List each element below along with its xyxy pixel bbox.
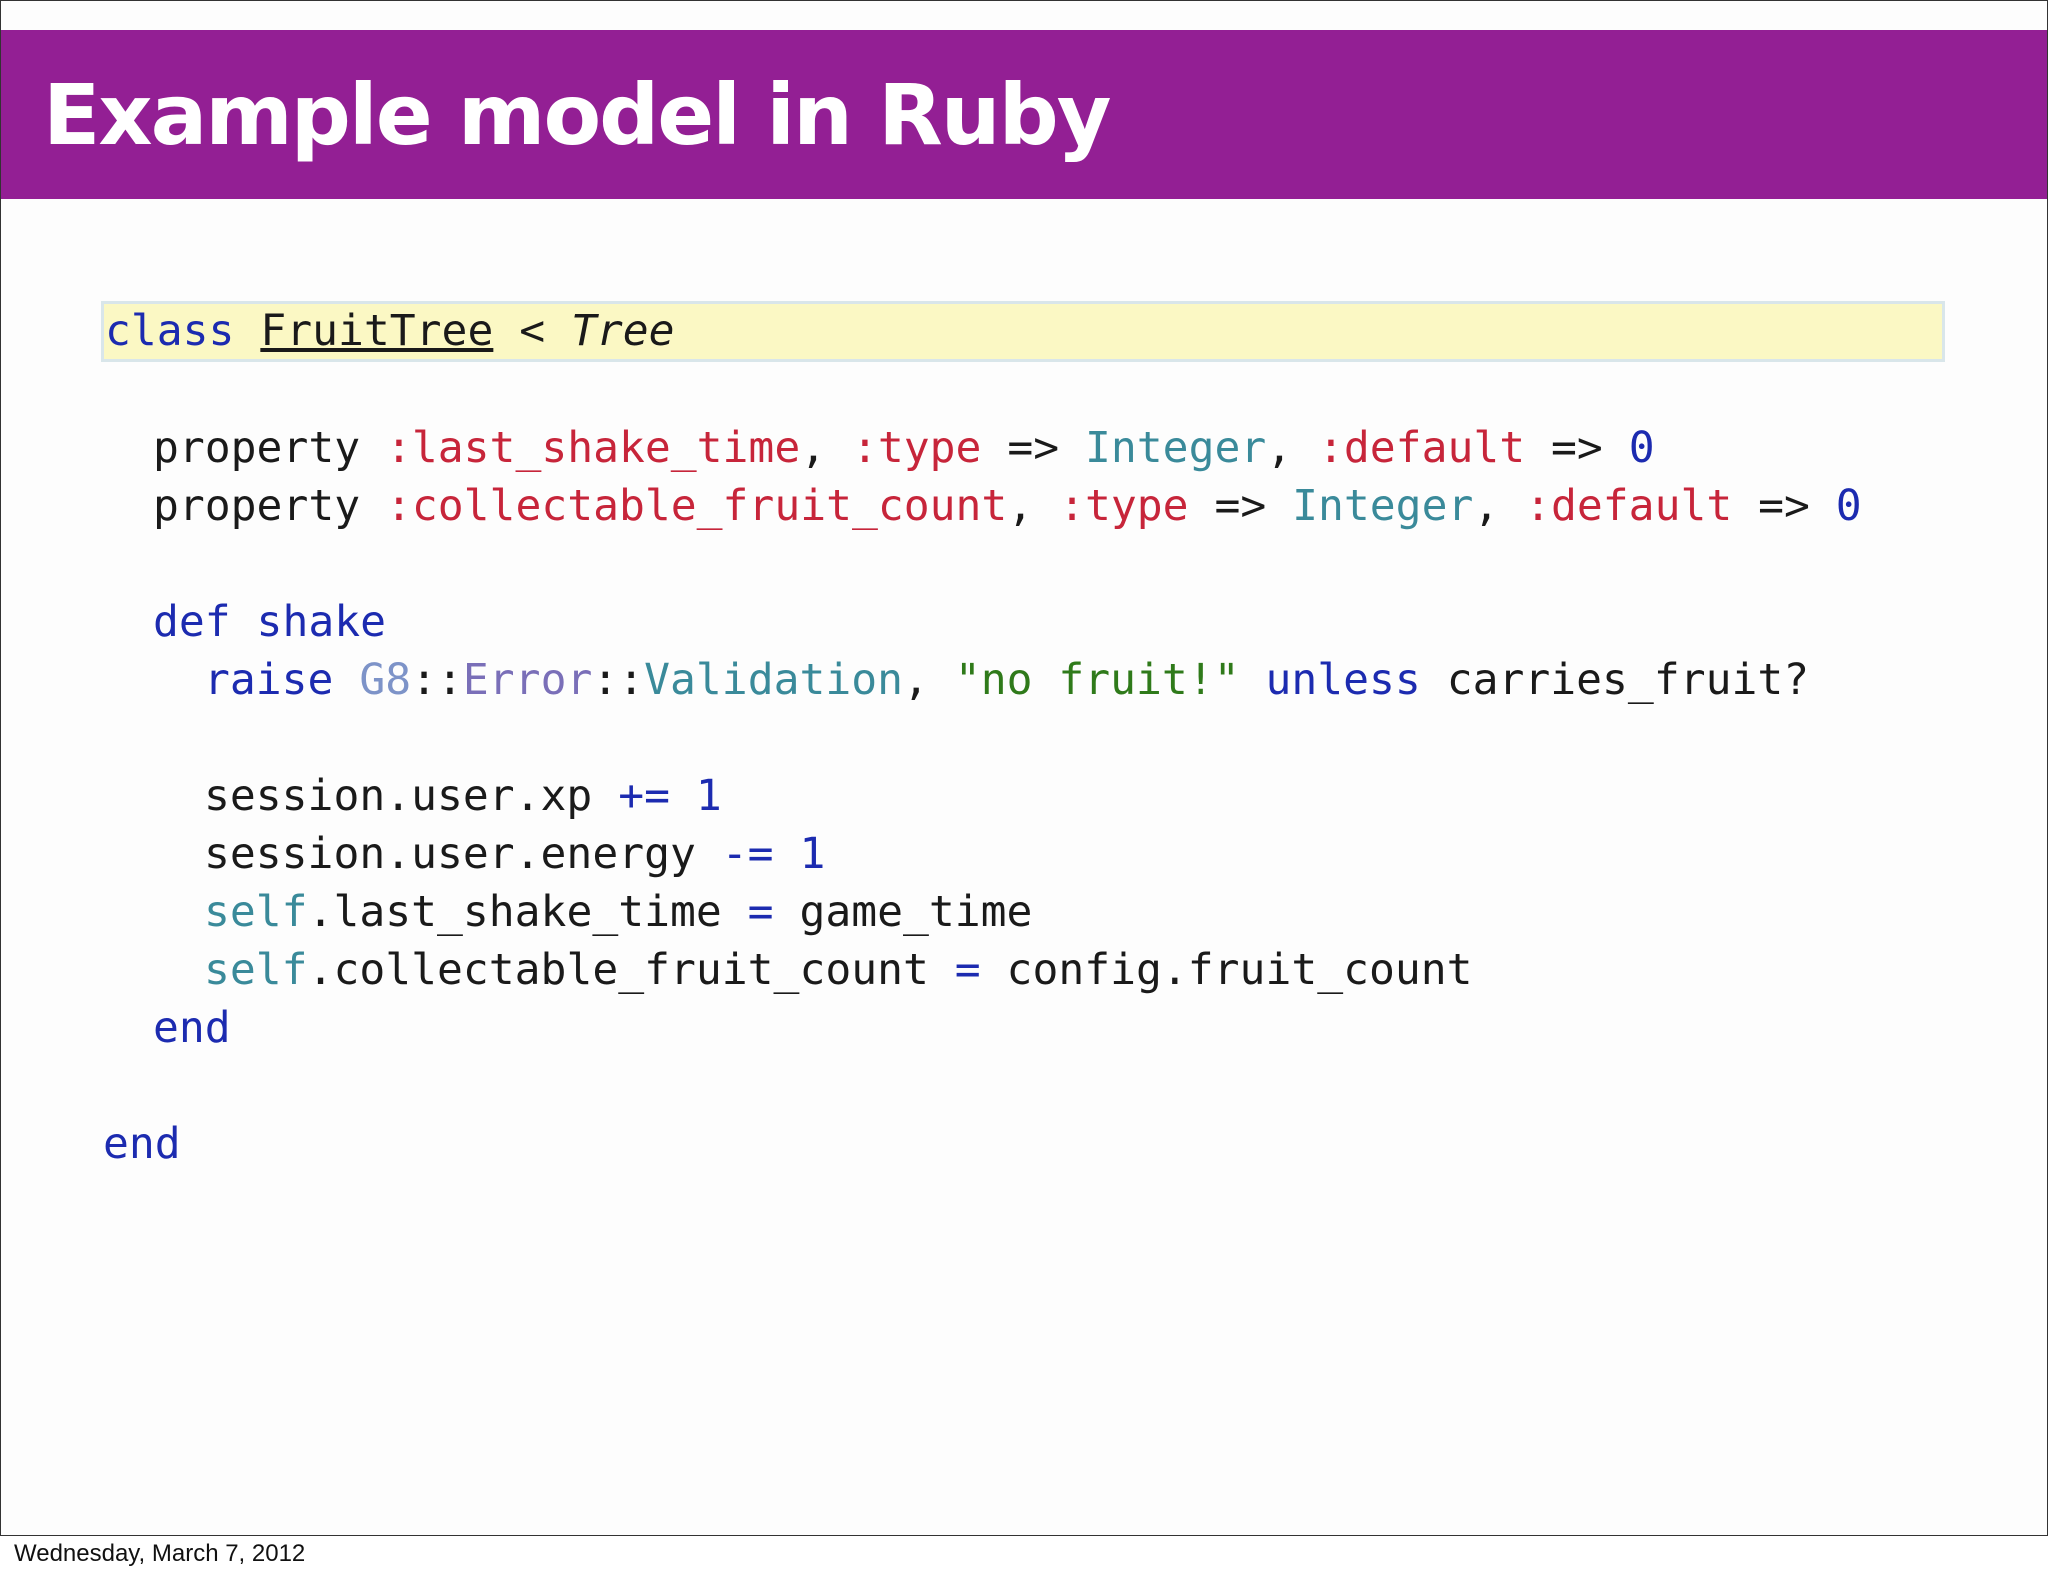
- expression: session.user.energy: [204, 829, 722, 879]
- constant-validation: Validation: [644, 655, 904, 705]
- keyword-def: def: [153, 597, 231, 647]
- keyword-self: self: [204, 887, 308, 937]
- code-line-energy-decrement: session.user.energy -= 1: [204, 826, 825, 882]
- scope-operator: ::: [592, 655, 645, 705]
- keyword-unless: unless: [1265, 655, 1421, 705]
- code-line-property-collectable-fruit-count: property :collectable_fruit_count, :type…: [153, 478, 1862, 534]
- code-line-property-last-shake-time: property :last_shake_time, :type => Inte…: [153, 420, 1655, 476]
- space: [670, 771, 696, 821]
- string-literal: "no fruit!": [954, 655, 1240, 705]
- space: [1240, 655, 1266, 705]
- operator: =: [747, 887, 774, 937]
- symbol-name: :last_shake_time: [386, 423, 801, 473]
- symbol-type: :type: [852, 423, 982, 473]
- property-keyword: property: [153, 423, 386, 473]
- symbol-name: :collectable_fruit_count: [386, 481, 1008, 531]
- symbol-default: :default: [1318, 423, 1526, 473]
- class-name: FruitTree: [260, 306, 494, 356]
- hash-arrow: =>: [981, 423, 1086, 473]
- title-bar: Example model in Ruby: [1, 30, 2047, 199]
- hash-arrow: =>: [1525, 423, 1629, 473]
- expression: game_time: [773, 887, 1033, 937]
- constant-integer: Integer: [1292, 481, 1474, 531]
- symbol-type: :type: [1059, 481, 1189, 531]
- expression: config.fruit_count: [980, 945, 1473, 995]
- inherit-operator: <: [493, 306, 572, 356]
- code-line-assign-last-shake-time: self.last_shake_time = game_time: [204, 884, 1032, 940]
- expression: session.user.xp: [204, 771, 619, 821]
- symbol-default: :default: [1525, 481, 1733, 531]
- scope-operator: ::: [411, 655, 463, 705]
- comma: ,: [1266, 423, 1319, 473]
- operator: =: [954, 945, 981, 995]
- operator: -=: [721, 829, 774, 879]
- class-line-highlight: [101, 301, 1945, 362]
- code-line-raise: raise G8::Error::Validation, "no fruit!"…: [204, 652, 1809, 708]
- number-literal: 0: [1628, 423, 1655, 473]
- number-literal: 1: [695, 771, 722, 821]
- code-line-class-declaration: class FruitTree < Tree: [105, 303, 675, 359]
- code-block: class FruitTree < Tree property :last_sh…: [1, 1, 2047, 1535]
- code-line-def-shake: def shake: [153, 594, 386, 650]
- code-line-end-method: end: [153, 1000, 231, 1056]
- hash-arrow: =>: [1732, 481, 1836, 531]
- constant-integer: Integer: [1085, 423, 1267, 473]
- expression: .collectable_fruit_count: [307, 945, 955, 995]
- superclass-name: Tree: [571, 306, 675, 356]
- space: [774, 829, 800, 879]
- comma: ,: [800, 423, 852, 473]
- slide: Example model in Ruby class FruitTree < …: [0, 0, 2048, 1536]
- hash-arrow: =>: [1188, 481, 1293, 531]
- constant-g8: G8: [359, 655, 412, 705]
- number-literal: 0: [1835, 481, 1862, 531]
- space: [333, 655, 359, 705]
- keyword-self: self: [204, 945, 308, 995]
- constant-error: Error: [462, 655, 593, 705]
- comma: ,: [1473, 481, 1526, 531]
- footer-date: Wednesday, March 7, 2012: [14, 1540, 306, 1567]
- comma: ,: [1007, 481, 1060, 531]
- code-line-assign-collectable-fruit-count: self.collectable_fruit_count = config.fr…: [204, 942, 1473, 998]
- expression: .last_shake_time: [307, 887, 748, 937]
- keyword-class: class: [105, 306, 235, 356]
- code-line-xp-increment: session.user.xp += 1: [204, 768, 722, 824]
- property-keyword: property: [153, 481, 386, 531]
- method-name: shake: [230, 597, 387, 647]
- keyword-end: end: [103, 1119, 181, 1169]
- operator: +=: [618, 771, 670, 821]
- keyword-end: end: [153, 1003, 231, 1053]
- slide-title: Example model in Ruby: [43, 66, 1111, 164]
- comma: ,: [903, 655, 955, 705]
- method-call: carries_fruit?: [1420, 655, 1810, 705]
- keyword-raise: raise: [204, 655, 334, 705]
- number-literal: 1: [799, 829, 826, 879]
- code-line-end-class: end: [103, 1116, 181, 1172]
